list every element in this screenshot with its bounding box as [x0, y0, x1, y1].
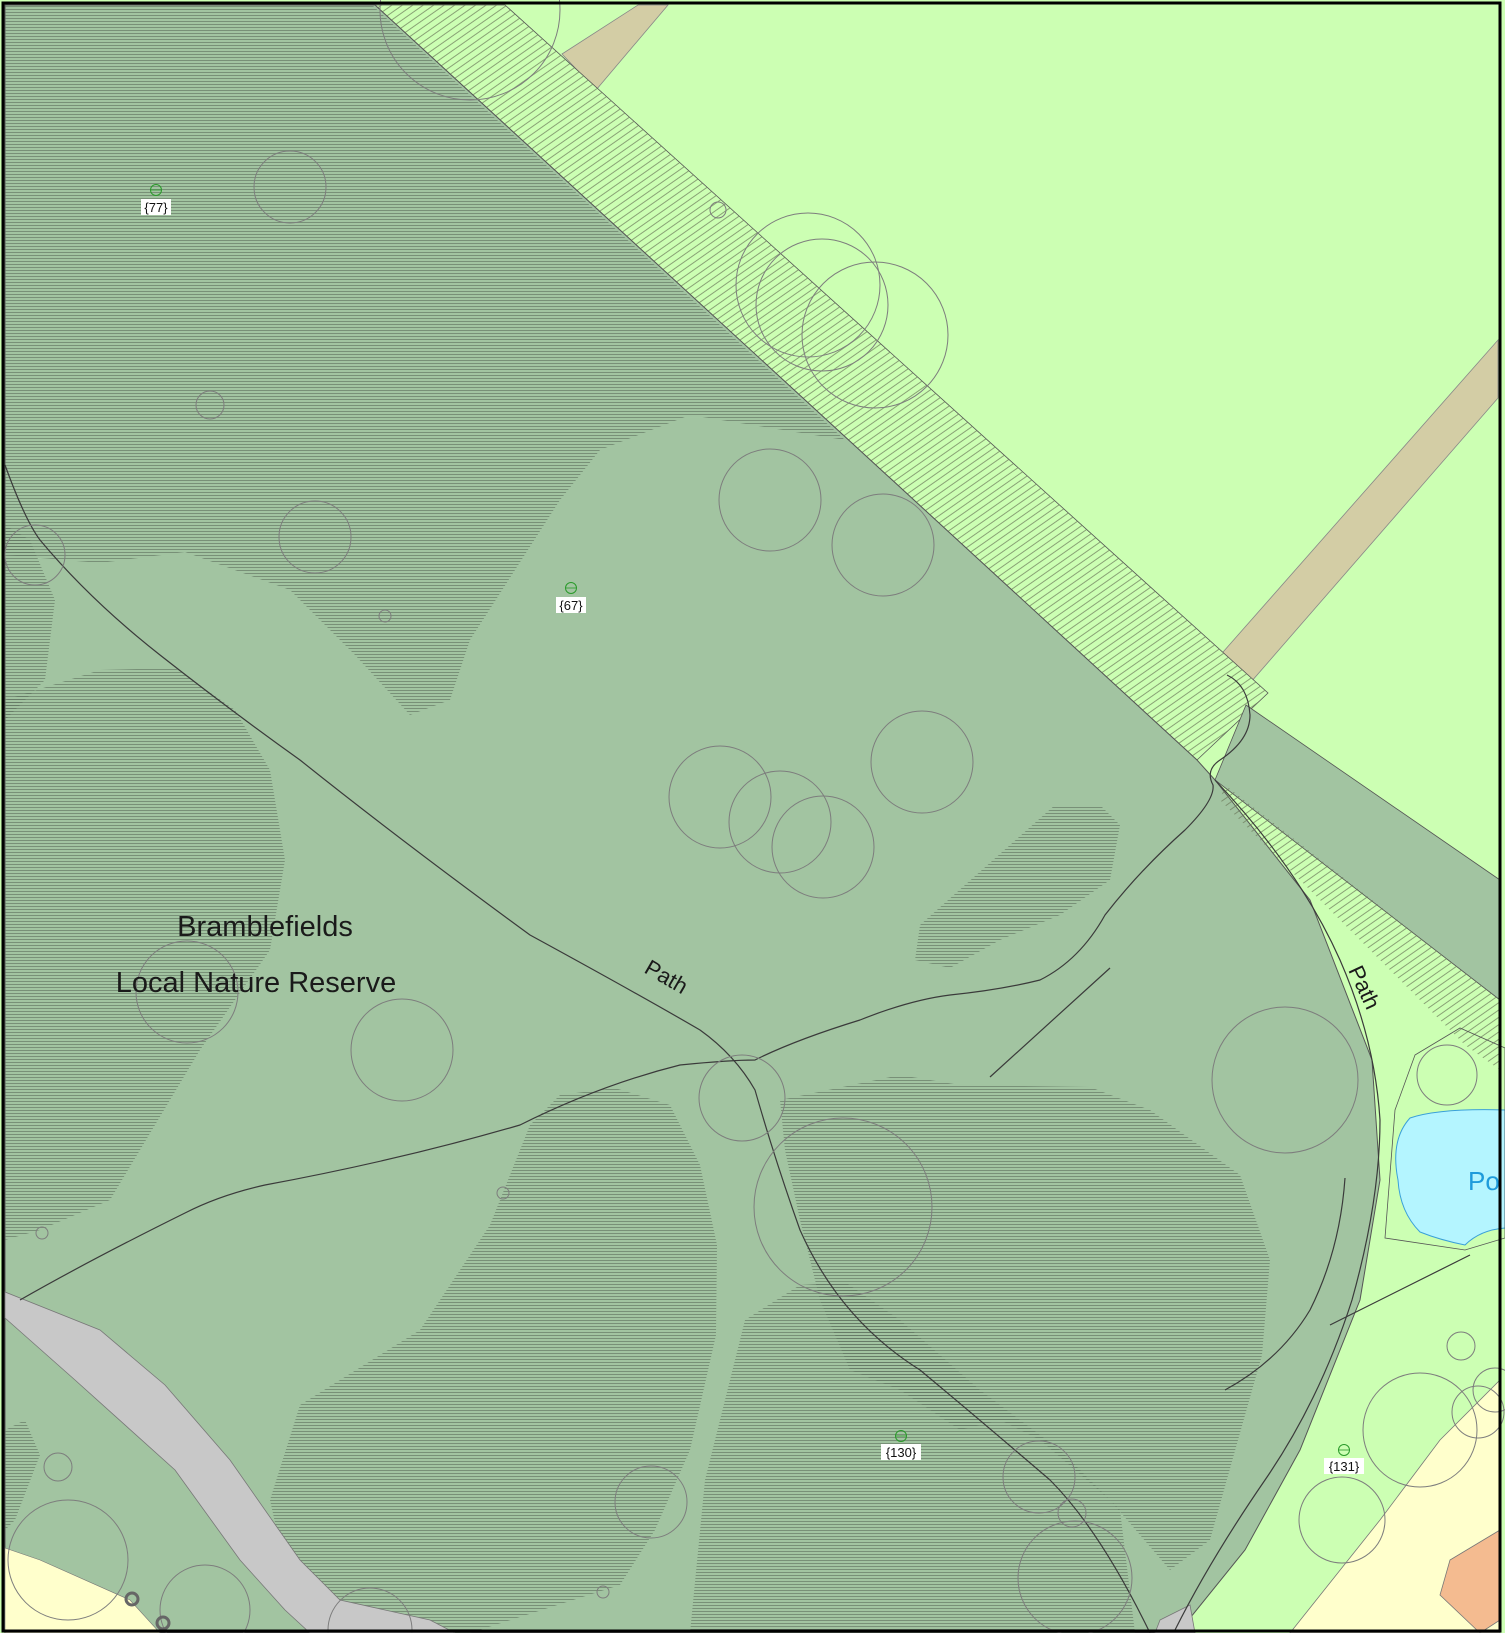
woodland-south-west-edge: [5, 1420, 40, 1530]
hedge-strip-hatch: [375, 5, 1268, 760]
road: [4, 1291, 456, 1633]
pond: [1395, 1109, 1505, 1246]
field-north-east: [520, 5, 1500, 1633]
reserve-label-line2: Local Nature Reserve: [116, 967, 396, 999]
reserve-label-line1: Bramblefields: [177, 911, 353, 943]
tree-tag-131[interactable]: {131}: [1324, 1444, 1364, 1475]
tree-tag-77[interactable]: {77}: [141, 184, 171, 216]
woodland-south-east: [780, 1075, 1270, 1570]
path-lines: [4, 464, 1471, 1633]
woodland-west: [5, 668, 285, 1240]
woodland-central-small: [915, 805, 1120, 968]
marker-circle-1: [124, 1591, 140, 1607]
tree-tag-77-label: {77}: [144, 200, 168, 215]
woodland-south-centre: [270, 1088, 717, 1633]
tree-tag-130[interactable]: {130}: [881, 1430, 921, 1461]
pond-enclosure: [1384, 1027, 1505, 1251]
woodland-west-edge: [5, 525, 55, 720]
marker-circle-2: [155, 1615, 171, 1631]
tree-tag-131-label: {131}: [1329, 1459, 1360, 1474]
pond-label: Po: [1468, 1166, 1500, 1196]
woodland-north: [5, 5, 845, 715]
road-end: [1154, 1604, 1196, 1633]
tree-tag-130-label: {130}: [886, 1445, 917, 1460]
tree-tag-67[interactable]: {67}: [556, 582, 586, 614]
reserve-strip-east-hatch: [1220, 785, 1500, 1070]
garden-south-west: [4, 1547, 161, 1633]
tree-canopies: [4, 0, 1505, 1633]
tree-tag-67-label: {67}: [559, 598, 583, 613]
building-south-east: [1439, 1529, 1501, 1633]
